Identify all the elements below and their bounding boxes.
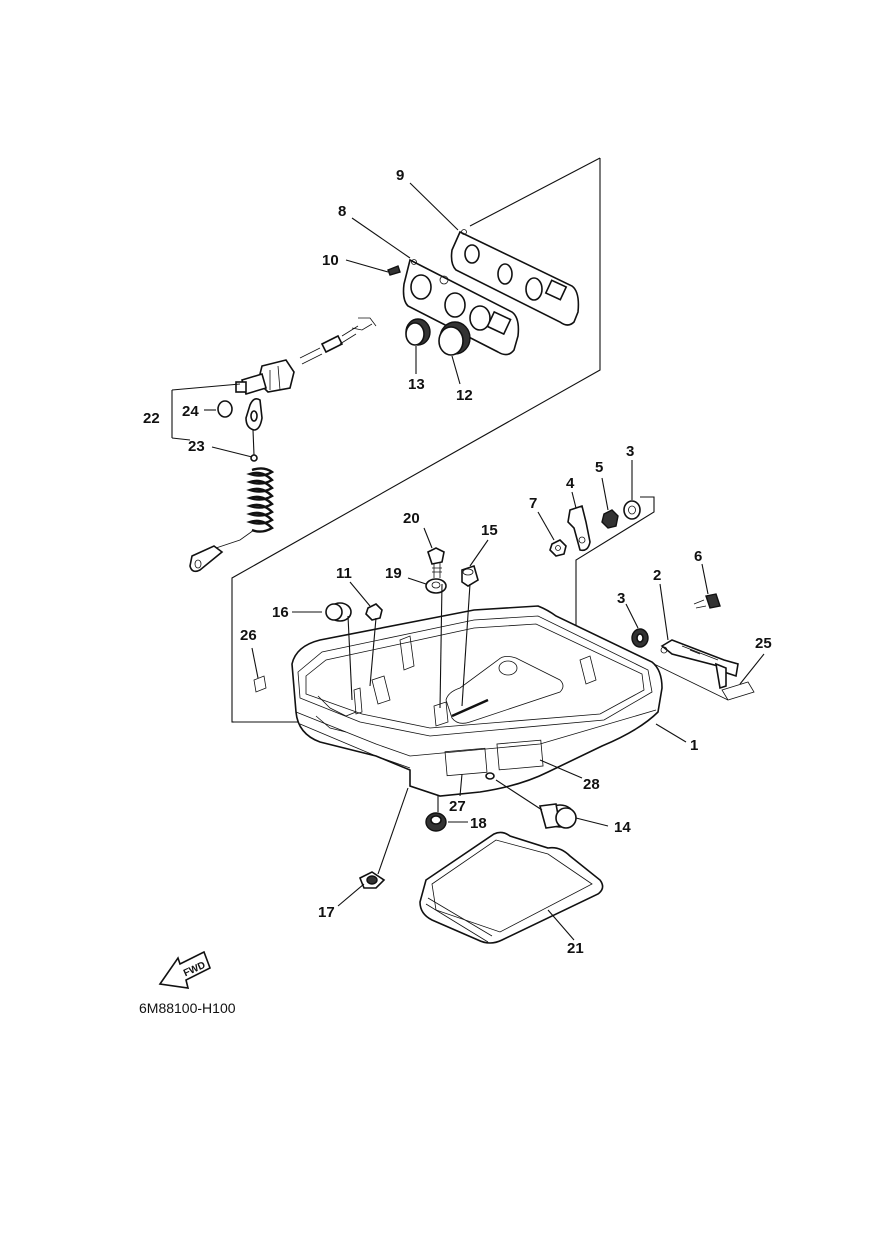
callout-9: 9: [396, 167, 404, 184]
callout-3-lower: 3: [617, 590, 625, 607]
callout-17: 17: [318, 904, 335, 921]
callout-13: 13: [408, 376, 425, 393]
callout-1: 1: [690, 737, 698, 754]
callout-7: 7: [529, 495, 537, 512]
diagram-code: 6M88100-H100: [139, 1000, 236, 1016]
leader-lines: [171, 182, 765, 941]
callout-5: 5: [595, 459, 603, 476]
callout-12: 12: [456, 387, 473, 404]
callout-21: 21: [567, 940, 584, 957]
callout-3-top: 3: [626, 443, 634, 460]
callout-14: 14: [614, 819, 631, 836]
callout-4: 4: [566, 475, 575, 492]
callout-26: 26: [240, 627, 257, 644]
callout-24: 24: [182, 403, 199, 420]
callout-8: 8: [338, 203, 346, 220]
callout-6: 6: [694, 548, 702, 565]
switch-panel-group: [189, 157, 601, 723]
callout-25: 25: [755, 635, 772, 652]
callout-28: 28: [583, 776, 600, 793]
callout-19: 19: [385, 565, 402, 582]
callout-11: 11: [336, 565, 352, 582]
callout-22: 22: [143, 410, 160, 427]
callout-16: 16: [272, 604, 289, 621]
callout-2: 2: [653, 567, 661, 584]
callout-18: 18: [470, 815, 487, 832]
callout-10: 10: [322, 252, 339, 269]
callout-23: 23: [188, 438, 205, 455]
part-callouts: 9 8 10 13 12 22 24 23 3 5 4 7 20 15 19 1…: [143, 167, 772, 957]
fwd-arrow-icon: FWD: [158, 950, 212, 989]
bottom-cowling-group: [232, 496, 755, 944]
callout-15: 15: [481, 522, 498, 539]
callout-20: 20: [403, 510, 420, 527]
callout-27: 27: [449, 798, 466, 815]
